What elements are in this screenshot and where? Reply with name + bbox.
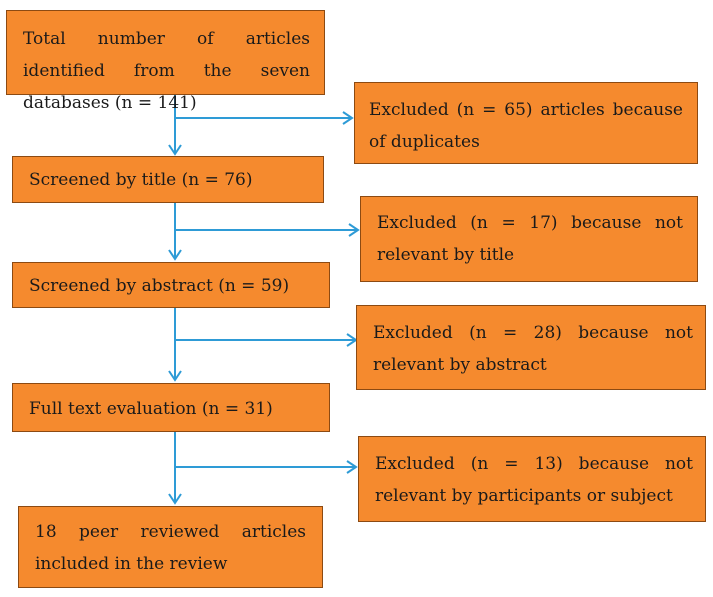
box-excluded-duplicates: Excluded (n = 65) articles because of du…	[354, 82, 698, 164]
box-excluded-duplicates-text: Excluded (n = 65) articles because of du…	[369, 100, 683, 152]
box-excluded-title: Excluded (n = 17) because not relevant b…	[360, 196, 698, 282]
box-excluded-abstract-text: Excluded (n = 28) because not relevant b…	[373, 323, 693, 375]
box-included: 18 peer reviewed articles included in th…	[18, 506, 323, 588]
box-excluded-participants-text: Excluded (n = 13) because not relevant b…	[375, 454, 693, 506]
box-screened-abstract-text: Screened by abstract (n = 59)	[29, 276, 290, 296]
box-excluded-abstract: Excluded (n = 28) because not relevant b…	[356, 305, 706, 390]
box-full-text: Full text evaluation (n = 31)	[12, 383, 330, 432]
box-screened-title: Screened by title (n = 76)	[12, 156, 324, 203]
box-total-identified: Total number of articles identified from…	[6, 10, 325, 113]
box-total-identified-text: Total number of articles identified from…	[23, 29, 310, 113]
box-full-text-text: Full text evaluation (n = 31)	[29, 399, 273, 419]
box-excluded-title-text: Excluded (n = 17) because not relevant b…	[377, 213, 683, 265]
box-excluded-participants: Excluded (n = 13) because not relevant b…	[358, 436, 706, 522]
box-included-text: 18 peer reviewed articles included in th…	[35, 522, 306, 574]
box-screened-abstract: Screened by abstract (n = 59)	[12, 262, 330, 308]
box-screened-title-text: Screened by title (n = 76)	[29, 170, 253, 190]
